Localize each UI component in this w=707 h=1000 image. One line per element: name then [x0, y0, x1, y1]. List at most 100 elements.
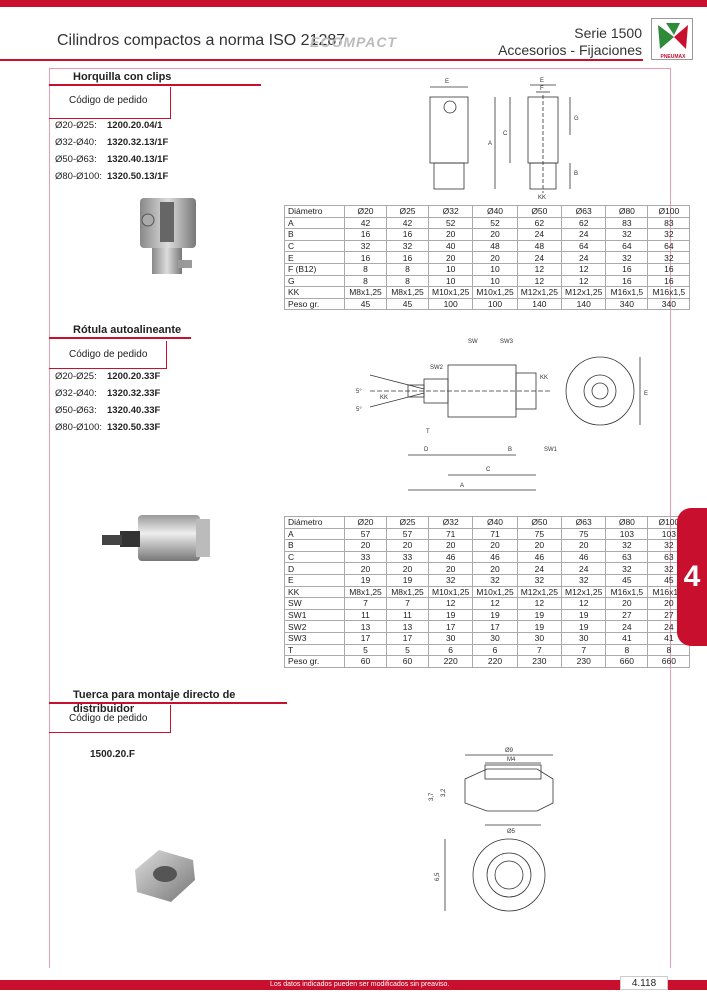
table-cell: 17	[344, 631, 387, 645]
table-cell: 5	[344, 643, 387, 657]
table-cell: 62	[516, 216, 563, 230]
table-cell: 220	[427, 655, 474, 668]
table-cell: 45	[386, 297, 429, 311]
table-cell: 20	[561, 539, 607, 552]
dim-sw: SW	[468, 339, 478, 345]
table-cell: 32	[516, 573, 563, 587]
table-cell: 20	[516, 539, 563, 552]
dim-a: A	[460, 483, 464, 489]
table-cell: 75	[516, 527, 563, 541]
table-cell: 42	[344, 216, 387, 230]
nut-drawing: Ø9 M4 3,7 3,2 Ø5 6,5	[429, 748, 554, 912]
order-box: Código de pedido	[49, 87, 171, 119]
table-cell: 19	[344, 573, 387, 587]
table-cell: 8	[344, 274, 387, 288]
table-cell: Ø20	[344, 516, 387, 529]
table-cell: 19	[516, 620, 563, 633]
table-cell: 7	[344, 597, 387, 610]
table-cell: 32	[605, 228, 649, 241]
order-codes-list: Ø20-Ø25:1200.20.33F Ø32-Ø40:1320.32.33F …	[55, 368, 160, 436]
table-cell: Ø32	[427, 516, 474, 529]
dim-t: T	[426, 429, 430, 435]
table-cell: Ø100	[647, 205, 691, 218]
table-cell: 8	[386, 262, 429, 276]
order-box: Código de pedido	[49, 705, 171, 733]
table-cell: 5	[386, 643, 429, 657]
dim-d: D	[424, 447, 429, 453]
table-cell: 83	[647, 216, 691, 230]
table-cell: 17	[472, 620, 518, 633]
table-cell: 19	[427, 608, 474, 622]
table-cell: M8x1,25	[386, 286, 429, 299]
table-cell: KK	[284, 585, 345, 599]
dim-d5: Ø5	[507, 829, 516, 835]
table-cell: 32	[647, 228, 691, 241]
table-cell: M8x1,25	[344, 585, 387, 599]
dim-b: B	[574, 171, 578, 177]
table-cell: Ø25	[386, 516, 429, 529]
nut-photo	[135, 850, 195, 902]
table-cell: D	[284, 562, 345, 575]
table-cell: C	[284, 550, 345, 564]
table-cell: M12x1,25	[516, 585, 563, 599]
dim-g: G	[574, 116, 579, 122]
table-cell: 230	[561, 655, 607, 668]
table-cell: 16	[605, 262, 649, 276]
section-title-rotula: Rótula autoalineante	[49, 323, 191, 339]
table-cell: 12	[472, 597, 518, 610]
rod-end-photo	[102, 515, 210, 561]
table-cell: G	[284, 274, 345, 288]
footer-note: Los datos indicados pueden ser modificad…	[270, 981, 450, 988]
table-cell: 19	[472, 608, 518, 622]
table-cell: Ø32	[427, 205, 474, 218]
order-code-row: Ø20-Ø25:1200.20.04/1	[55, 120, 163, 131]
order-label: Código de pedido	[69, 349, 148, 360]
table-cell: 19	[561, 620, 607, 633]
order-label: Código de pedido	[69, 713, 148, 724]
section-title-tuerca: Tuerca para montaje directo de distribui…	[49, 688, 287, 715]
order-code-row: Ø50-Ø63:1320.40.33F	[55, 405, 161, 416]
table-cell: 64	[561, 239, 607, 253]
table-cell: 30	[427, 631, 474, 645]
table-cell: 32	[647, 251, 691, 264]
table-cell: 24	[561, 251, 607, 264]
table-cell: M16x1,5	[605, 286, 649, 299]
table-cell: 24	[516, 251, 563, 264]
table-cell: M10x1,25	[427, 286, 474, 299]
table-cell: 24	[516, 228, 563, 241]
table-cell: 71	[472, 527, 518, 541]
table-cell: 20	[344, 539, 387, 552]
series-heading: Serie 1500 Accesorios - Fijaciones	[498, 25, 642, 59]
table-cell: 8	[605, 643, 649, 657]
table-cell: A	[284, 216, 345, 230]
table-cell: 32	[344, 239, 387, 253]
table-cell: Ø80	[605, 516, 649, 529]
table-cell: 140	[516, 297, 563, 311]
table-cell: 220	[472, 655, 518, 668]
table-cell: 46	[472, 550, 518, 564]
table-cell: 63	[605, 550, 649, 564]
table-cell: 32	[605, 562, 649, 575]
table-cell: F (B12)	[284, 262, 345, 276]
logo-text: PNEUMAX	[660, 54, 686, 60]
order-label: Código de pedido	[69, 95, 148, 106]
series-subtitle: Accesorios - Fijaciones	[498, 42, 642, 58]
table-cell: 7	[516, 643, 563, 657]
table-cell: 10	[427, 274, 474, 288]
clevis-photo	[140, 198, 196, 274]
table-cell: 8	[344, 262, 387, 276]
order-code-row: Ø32-Ø40:1320.32.13/1F	[55, 137, 169, 148]
table-cell: 30	[561, 631, 607, 645]
table-cell: 24	[605, 620, 649, 633]
table-cell: 7	[386, 597, 429, 610]
table-cell: 40	[427, 239, 474, 253]
table-cell: 17	[386, 631, 429, 645]
